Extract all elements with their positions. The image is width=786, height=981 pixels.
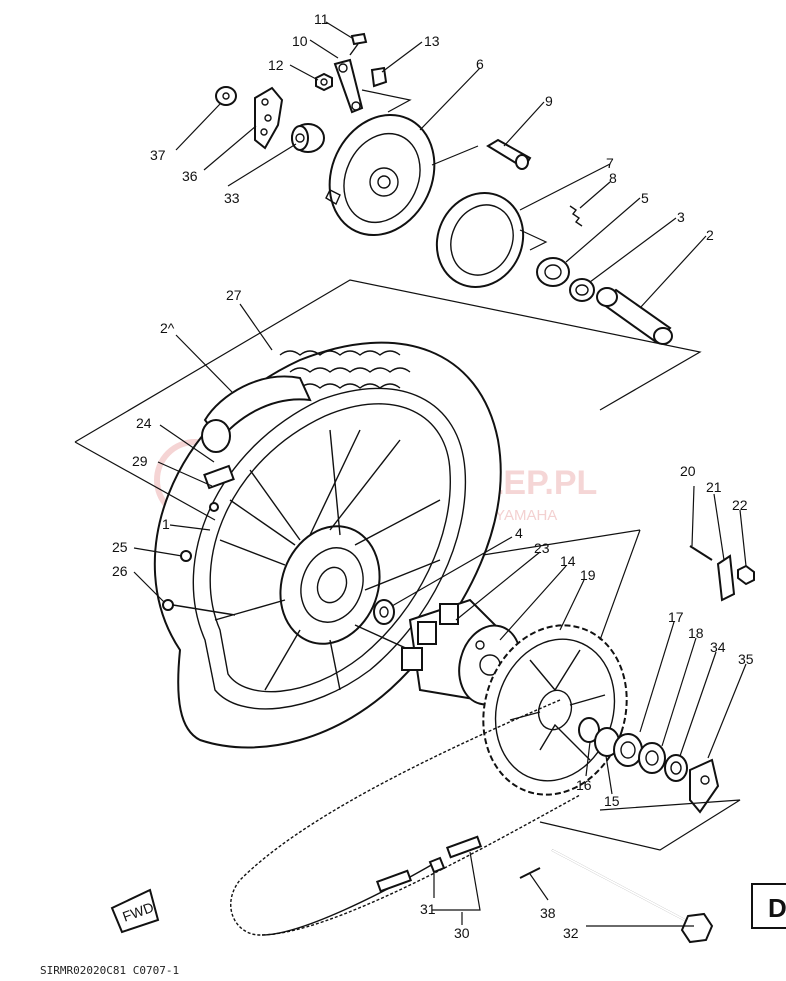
part-label-17: 17 [668, 609, 684, 625]
bearing [536, 257, 570, 287]
part-label-9: 9 [545, 93, 553, 109]
brake-camshaft [486, 138, 532, 170]
part-label-27: 27 [226, 287, 242, 303]
part-label-6: 6 [476, 56, 484, 72]
part-label-35: 35 [738, 651, 754, 667]
oil-seal [569, 278, 595, 302]
collar [373, 599, 395, 625]
part-label-10: 10 [292, 33, 308, 49]
part-label-14: 14 [560, 553, 576, 569]
spacer-tube [596, 287, 673, 345]
spacer [291, 123, 325, 153]
hub-bearings [578, 717, 688, 782]
spring [569, 205, 583, 227]
part-label-20: 20 [680, 463, 696, 479]
part-label-26: 26 [112, 563, 128, 579]
part-label-7: 7 [606, 155, 614, 171]
brake-shoe-plate [325, 113, 436, 237]
part-label-22: 22 [732, 497, 748, 513]
part-label-38: 38 [540, 905, 556, 921]
axle-adjuster-parts [689, 545, 755, 602]
part-label-15: 15 [604, 793, 620, 809]
section-letter: D [768, 893, 786, 923]
leader-lines [133, 21, 747, 927]
adjusting-plate [254, 86, 284, 150]
part-label-36: 36 [182, 168, 198, 184]
part-label-2: 2 [706, 227, 714, 243]
part-label-11: 11 [314, 11, 329, 27]
nut [315, 72, 333, 92]
part-labels: 11 10 13 12 6 9 37 7 36 8 33 5 3 2 27 2^… [112, 11, 754, 941]
wheel-hardware [162, 464, 236, 616]
part-label-16: 16 [576, 777, 592, 793]
washer [215, 86, 237, 106]
part-label-1: 1 [162, 516, 170, 532]
part-label-29: 29 [132, 453, 148, 469]
part-label-18: 18 [688, 625, 704, 641]
part-label-34: 34 [710, 639, 726, 655]
diagram-footer: SIRMR02020C81 C0707-1 [40, 964, 179, 977]
part-label-19: 19 [580, 567, 596, 583]
part-label-4: 4 [515, 525, 523, 541]
bolt [349, 32, 368, 56]
wear-indicator [370, 66, 388, 88]
part-label-3: 3 [677, 209, 685, 225]
part-label-21: 21 [706, 479, 722, 495]
part-label-24: 24 [136, 415, 152, 431]
part-label-12: 12 [268, 57, 284, 73]
chain-joint [375, 835, 483, 893]
part-label-25: 25 [112, 539, 128, 555]
fwd-direction-indicator: FWD [110, 888, 160, 934]
part-label-23: 23 [534, 540, 550, 556]
drive-chain [230, 699, 581, 936]
part-label-32: 32 [563, 925, 579, 941]
part-label-37: 37 [150, 147, 166, 163]
part-label-13: 13 [424, 33, 440, 49]
part-label-30: 30 [454, 925, 470, 941]
part-label-31: 31 [420, 901, 436, 917]
rear-axle [551, 849, 714, 944]
section-marker: D [751, 883, 786, 929]
chain-puller [689, 758, 720, 814]
part-label-28: 2^ [160, 320, 175, 336]
part-label-8: 8 [609, 170, 617, 186]
camshaft-lever [333, 58, 364, 114]
cotter-pin [519, 867, 541, 879]
part-label-5: 5 [641, 190, 649, 206]
part-label-33: 33 [224, 190, 240, 206]
brake-shoe [435, 192, 525, 288]
